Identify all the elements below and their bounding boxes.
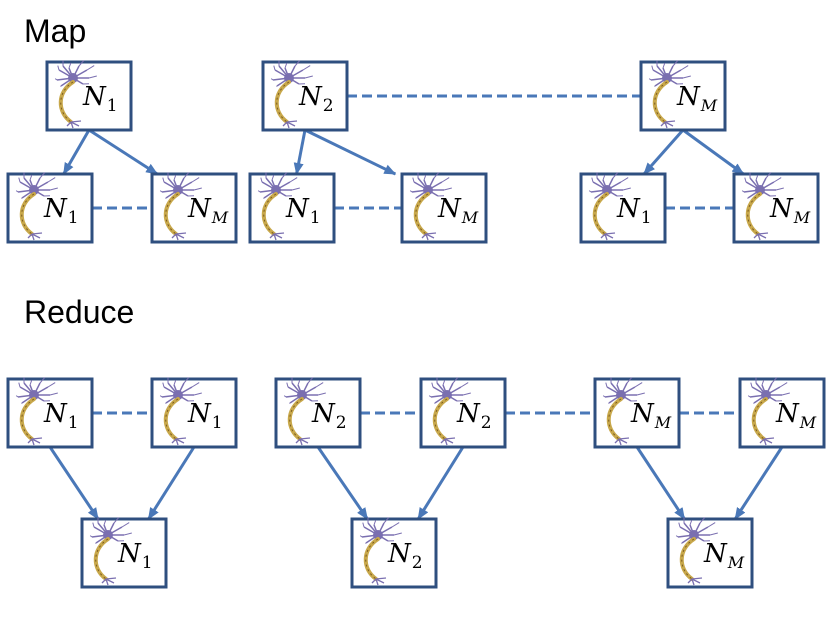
node-label: N1 xyxy=(285,194,321,228)
arrow-edge xyxy=(733,446,784,520)
neuron-icon xyxy=(89,517,132,586)
neuron-icon xyxy=(747,377,790,446)
reduce-section-title: Reduce xyxy=(24,294,134,330)
node-label: N1 xyxy=(187,399,223,433)
node-label: NM xyxy=(630,399,672,432)
node-map-t2-1: N1 xyxy=(248,172,336,244)
node-label: N2 xyxy=(311,399,347,433)
arrow-edge xyxy=(316,446,369,520)
node-map-t3-M: NM xyxy=(732,172,820,244)
map-section-title: Map xyxy=(24,13,86,49)
dashed-links xyxy=(92,94,740,415)
arrow-edge xyxy=(642,129,685,175)
node-label: N1 xyxy=(43,399,79,433)
neuron-icon xyxy=(428,377,471,446)
node-label: NM xyxy=(703,539,745,572)
node-red-g3-a: NM xyxy=(593,377,681,449)
node-box xyxy=(6,172,94,244)
node-red-g2-b: N2 xyxy=(419,377,507,449)
node-label: NM xyxy=(437,194,479,227)
arrow-edge xyxy=(88,128,159,176)
node-label: NM xyxy=(187,194,229,227)
node-red-g1-a: N1 xyxy=(6,377,94,449)
node-map-t2-M: NM xyxy=(400,172,488,244)
arrow-edges xyxy=(48,128,784,520)
node-red-g2-a: N2 xyxy=(274,377,362,449)
node-label: N1 xyxy=(82,82,118,116)
arrow-edge xyxy=(635,446,686,520)
node-red-out-M: NM xyxy=(666,517,754,589)
neuron-icon xyxy=(675,517,718,586)
neuron-icon xyxy=(159,377,202,446)
node-label: N1 xyxy=(117,539,153,573)
neuron-icon xyxy=(359,517,402,586)
node-map-src-2: N2 xyxy=(261,60,349,132)
arrow-edge xyxy=(62,129,91,175)
neuron-icon xyxy=(648,60,691,129)
node-red-g1-b: N1 xyxy=(150,377,238,449)
arrow-edge xyxy=(682,128,745,176)
arrow-edge xyxy=(147,446,196,520)
neuron-icon xyxy=(741,172,784,241)
node-red-g3-b: NM xyxy=(738,377,826,449)
neuron-icon xyxy=(15,377,58,446)
node-red-out-2: N2 xyxy=(350,517,438,589)
node-label: N1 xyxy=(616,194,652,228)
node-label: N1 xyxy=(43,194,79,228)
node-map-t3-1: N1 xyxy=(579,172,667,244)
arrow-edge xyxy=(304,128,397,176)
node-map-src-M: NM xyxy=(639,60,727,132)
node-label: N2 xyxy=(298,82,334,116)
node-label: NM xyxy=(775,399,817,432)
node-red-out-1: N1 xyxy=(80,517,168,589)
node-label: N2 xyxy=(456,399,492,433)
neuron-icon xyxy=(257,172,300,241)
neuron-icon xyxy=(409,172,452,241)
neuron-icon xyxy=(54,60,97,129)
neuron-icon xyxy=(588,172,631,241)
neuron-icon xyxy=(270,60,313,129)
node-map-t1-M: NM xyxy=(150,172,238,244)
arrow-edge xyxy=(48,446,100,520)
neuron-icon xyxy=(283,377,326,446)
neuron-icon xyxy=(15,172,58,241)
arrow-edge xyxy=(293,129,307,175)
node-label: NM xyxy=(769,194,811,227)
neuron-icon xyxy=(159,172,202,241)
node-label: N2 xyxy=(387,539,423,573)
arrow-edge xyxy=(416,446,465,520)
node-label: NM xyxy=(676,82,718,115)
node-map-t1-1: N1 xyxy=(6,172,94,244)
node-map-src-1: N1 xyxy=(45,60,133,132)
neuron-icon xyxy=(602,377,645,446)
